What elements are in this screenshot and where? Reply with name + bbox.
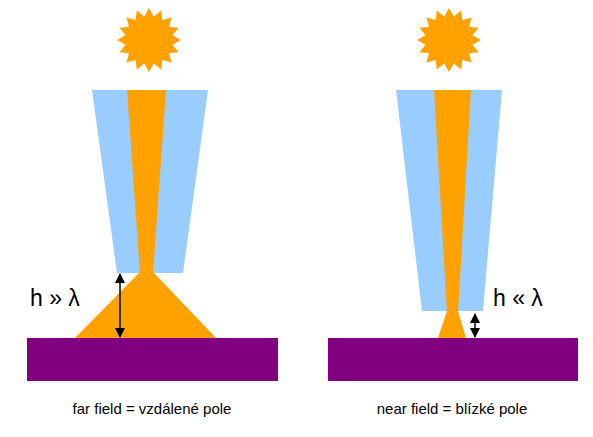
caption-label: far field = vzdálené pole xyxy=(73,401,232,418)
fiber-core xyxy=(127,90,166,273)
sample-substrate xyxy=(27,338,278,381)
fiber-cladding xyxy=(92,90,208,273)
fiber-core xyxy=(434,90,471,312)
fiber-cladding xyxy=(396,90,502,311)
distance-label: h » λ xyxy=(30,286,80,311)
caption-label: near field = blízké pole xyxy=(377,401,528,418)
light-source xyxy=(417,8,481,72)
light-spot xyxy=(438,311,466,338)
sample-substrate xyxy=(328,338,578,381)
light-cone xyxy=(75,272,216,338)
distance-arrow xyxy=(119,274,121,337)
light-source xyxy=(117,8,181,72)
distance-arrow xyxy=(474,314,476,337)
distance-label: h « λ xyxy=(493,286,543,311)
